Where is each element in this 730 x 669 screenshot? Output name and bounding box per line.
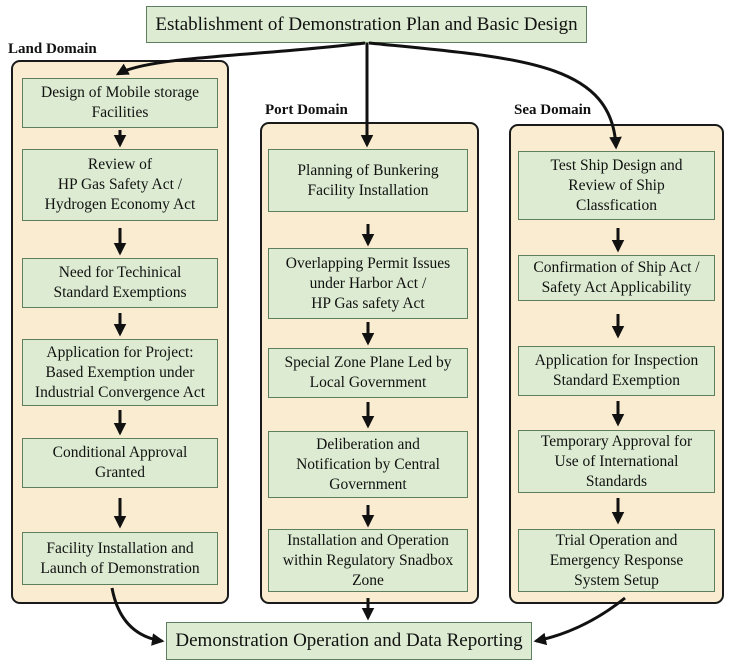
land-step-1: Design of Mobile storage Facilities [22, 78, 218, 128]
sea-domain-label: Sea Domain [514, 102, 592, 118]
port-step-3: Special Zone Plane Led by Local Governme… [268, 348, 468, 398]
land-domain-label: Land Domain [8, 41, 97, 57]
arrow-sea-to-bottom [533, 596, 626, 646]
port-domain-label: Port Domain [265, 102, 348, 118]
land-step-2: Review of HP Gas Safety Act / Hydrogen E… [22, 149, 218, 221]
sea-step-1: Test Ship Design and Review of Ship Clas… [518, 151, 715, 220]
port-step-2: Overlapping Permit Issues under Harbor A… [268, 248, 468, 319]
land-step-3: Need for Techinical Standard Exemptions [22, 258, 218, 308]
land-step-4: Application for Project: Based Exemption… [22, 339, 218, 406]
land-step-5: Conditional Approval Granted [22, 438, 218, 488]
sea-step-3: Application for Inspection Standard Exem… [518, 346, 715, 396]
port-step-4: Deliberation and Notification by Central… [268, 431, 468, 498]
land-domain-panel [11, 60, 229, 604]
top-box: Establishment of Demonstration Plan and … [146, 6, 587, 43]
sea-step-2: Confirmation of Ship Act / Safety Act Ap… [518, 255, 715, 301]
sea-step-4: Temporary Approval for Use of Internatio… [518, 430, 715, 493]
port-step-5: Installation and Operation within Regula… [268, 529, 468, 592]
land-step-6: Facility Installation and Launch of Demo… [22, 532, 218, 585]
sea-step-5: Trial Operation and Emergency Response S… [518, 529, 715, 592]
bottom-box: Demonstration Operation and Data Reporti… [166, 622, 532, 660]
port-step-1: Planning of Bunkering Facility Installat… [268, 149, 468, 212]
